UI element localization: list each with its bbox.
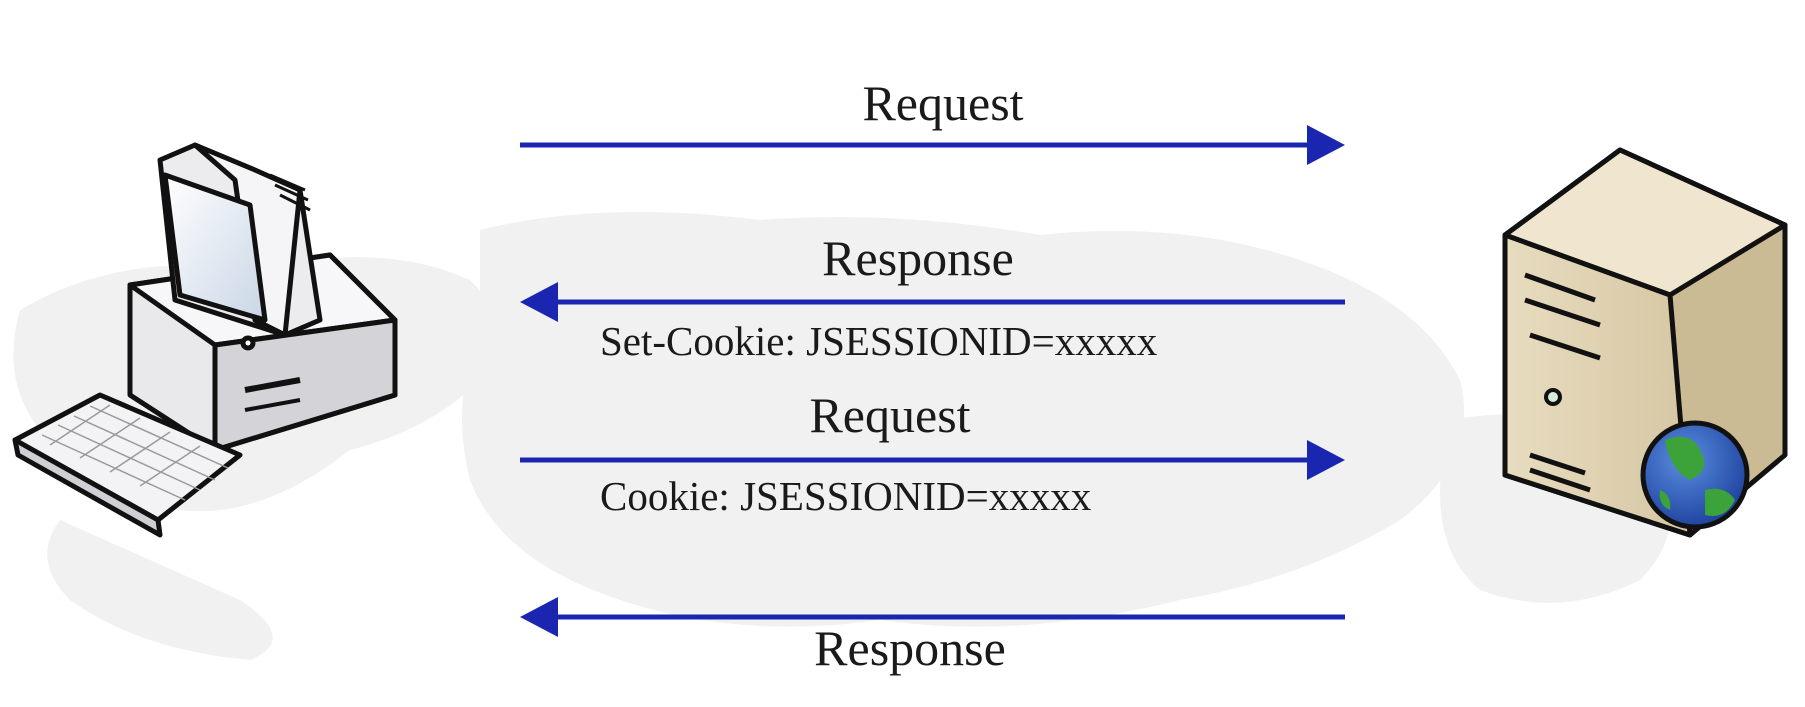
- arrowhead-3: [1307, 440, 1345, 480]
- message-label-3: Request: [809, 387, 970, 443]
- message-header-3: Cookie: JSESSIONID=xxxxx: [600, 473, 1091, 519]
- arrowhead-1: [1307, 125, 1345, 165]
- desktop-computer-icon: [12, 142, 398, 538]
- arrowhead-4: [520, 597, 558, 637]
- message-label-4: Response: [814, 620, 1006, 676]
- message-header-2: Set-Cookie: JSESSIONID=xxxxx: [600, 318, 1157, 364]
- message-label-2: Response: [822, 230, 1014, 286]
- arrowhead-2: [520, 282, 558, 322]
- message-label-1: Request: [862, 75, 1023, 131]
- server-tower-with-globe-icon: [1502, 147, 1788, 538]
